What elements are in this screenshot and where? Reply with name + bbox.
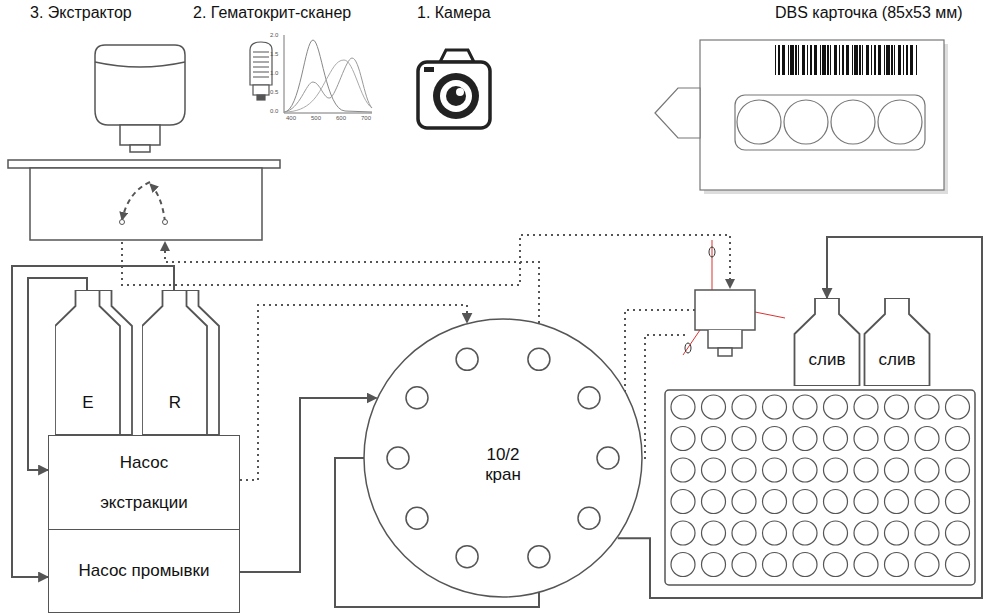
part-label: 2. Гематокрит-сканер	[193, 4, 351, 22]
part-label: 1. Камера	[417, 4, 491, 22]
waste-bottle: слив	[863, 298, 931, 386]
dbs-card	[655, 40, 948, 194]
pump-box: Насос промывки	[48, 530, 240, 613]
part-label: DBS карточка (85x53 мм)	[775, 4, 963, 22]
tick-label: 1.0	[270, 70, 278, 76]
flow-connector	[240, 398, 377, 572]
extractor-icon	[8, 45, 280, 240]
node-label: E	[82, 393, 93, 413]
part-label: 3. Экстрактор	[30, 4, 132, 22]
bulb-icon	[250, 42, 272, 100]
plate-wells	[671, 395, 970, 577]
port-dot	[120, 220, 125, 225]
reagent-bottle: E	[55, 290, 135, 435]
reagent-bottle: R	[142, 290, 222, 435]
tick-label: 600	[336, 115, 346, 121]
tick-label: 500	[311, 115, 321, 121]
camera-icon	[418, 50, 490, 128]
spectrum-chart	[284, 35, 372, 113]
detector	[683, 240, 785, 356]
port-dot	[163, 220, 168, 225]
node-label: Насос экстракции	[84, 443, 204, 523]
node-label: Насос промывки	[74, 561, 214, 581]
pump-box: Насос экстракции	[48, 435, 240, 530]
node-label: R	[169, 393, 181, 413]
tick-label: 400	[286, 115, 296, 121]
well-plate	[665, 390, 975, 585]
valve-circle: 10/2 кран	[363, 318, 643, 598]
node-label: 10/2 кран	[473, 445, 533, 486]
tick-label: 700	[361, 115, 371, 121]
flow-arrow	[122, 182, 150, 220]
node-label: слив	[809, 350, 846, 370]
flow-arrow	[150, 184, 165, 222]
barcode	[775, 45, 917, 75]
tick-label: 2.0	[270, 32, 278, 38]
tick-label: 1.5	[270, 51, 278, 57]
tick-label: 0.0	[270, 108, 278, 114]
waste-bottle: слив	[793, 298, 861, 386]
flow-connector	[618, 237, 982, 598]
tick-label: 0.5	[270, 89, 278, 95]
node-label: слив	[879, 350, 916, 370]
